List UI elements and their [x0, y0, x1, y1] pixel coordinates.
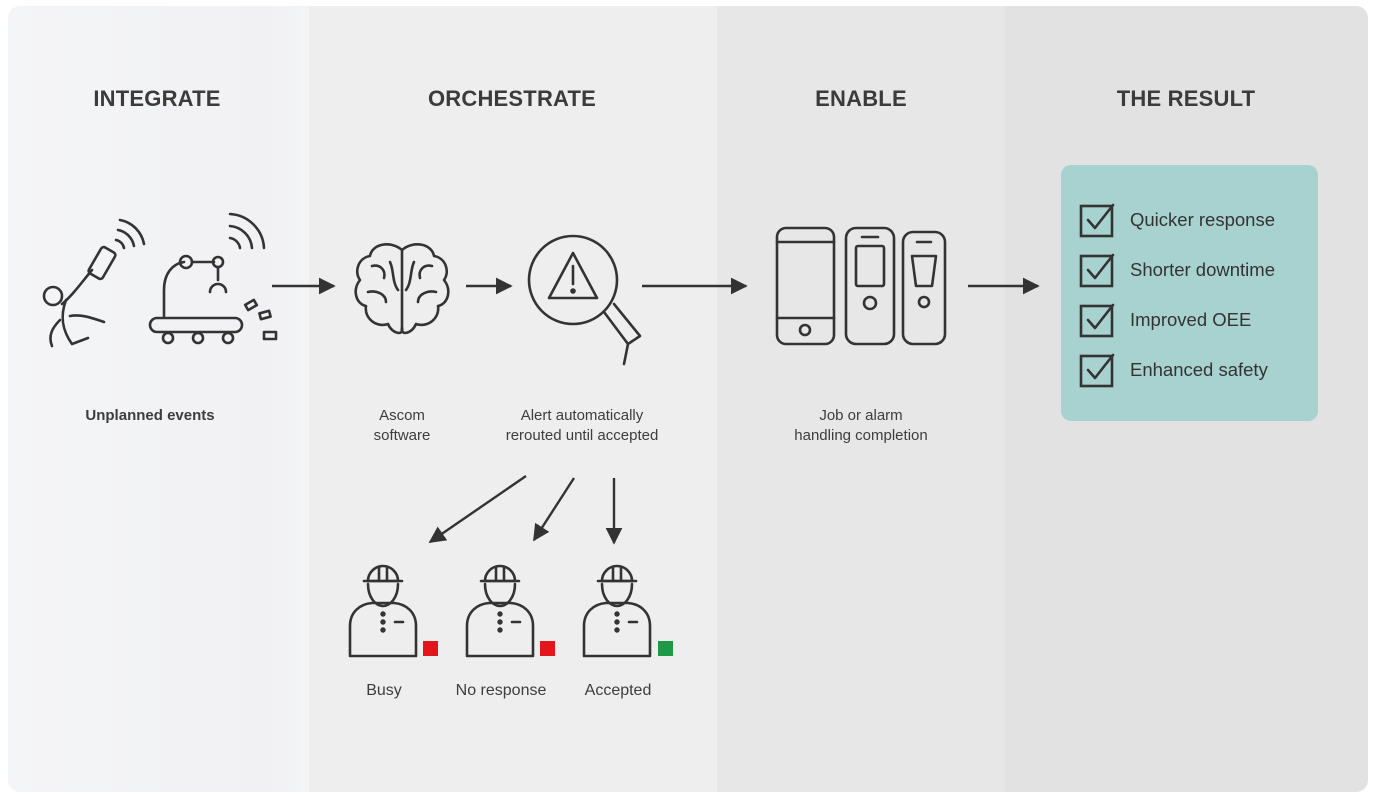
- caption-job-completion: Job or alarm handling completion: [794, 406, 927, 446]
- checkbox-icon: [1079, 253, 1115, 288]
- arrow-icon: [532, 477, 576, 542]
- result-item-label: Enhanced safety: [1130, 359, 1268, 380]
- heading-result: THE RESULT: [1116, 86, 1256, 111]
- heading-enable: ENABLE: [815, 86, 907, 111]
- result-item: Improved OEE: [1079, 302, 1251, 338]
- result-box: [1061, 165, 1318, 421]
- status-no-response: [540, 641, 555, 656]
- alert-magnifier-icon: [527, 234, 642, 366]
- caption-line: software: [373, 427, 431, 444]
- caption-line: rerouted until accepted: [505, 427, 659, 444]
- result-item-label: Shorter downtime: [1130, 259, 1275, 280]
- worker-icon: [582, 564, 652, 658]
- result-item: Quicker response: [1079, 202, 1275, 238]
- checkbox-icon: [1079, 353, 1115, 388]
- column-orchestrate: [309, 6, 717, 792]
- column-integrate: [8, 6, 309, 792]
- heading-orchestrate: ORCHESTRATE: [427, 86, 597, 111]
- worker-label-busy: Busy: [366, 682, 402, 699]
- column-enable: [717, 6, 1005, 792]
- arrow-icon: [428, 475, 527, 543]
- diagram-frame: [8, 6, 1368, 792]
- caption-line: Ascom: [379, 407, 425, 424]
- checkbox-icon: [1079, 303, 1115, 338]
- handset-icon: [844, 226, 896, 346]
- caption-line: Job or alarm: [819, 407, 903, 424]
- result-item: Enhanced safety: [1079, 352, 1268, 388]
- caption-line: Alert automatically: [520, 407, 644, 424]
- caption-alert-rerouted: Alert automatically rerouted until accep…: [506, 406, 659, 446]
- checkbox-icon: [1079, 203, 1115, 238]
- robot-arm-conveyor-icon: [148, 212, 278, 345]
- falling-person-icon: [42, 218, 146, 348]
- caption-ascom-software: Ascom software: [374, 406, 431, 446]
- status-accepted: [658, 641, 673, 656]
- result-item-label: Improved OEE: [1130, 309, 1252, 330]
- worker-icon: [348, 564, 418, 658]
- worker-icon: [465, 564, 535, 658]
- status-busy: [423, 641, 438, 656]
- result-item: Shorter downtime: [1079, 252, 1275, 288]
- heading-integrate: INTEGRATE: [93, 86, 221, 111]
- caption-unplanned-events: Unplanned events: [85, 407, 215, 424]
- brain-icon: [354, 243, 450, 335]
- worker-label-accepted: Accepted: [584, 682, 652, 699]
- caption-line: handling completion: [794, 427, 928, 444]
- handset-icon: [901, 230, 947, 346]
- result-item-label: Quicker response: [1130, 209, 1275, 230]
- worker-label-no-response: No response: [455, 682, 547, 699]
- smartphone-icon: [775, 226, 836, 346]
